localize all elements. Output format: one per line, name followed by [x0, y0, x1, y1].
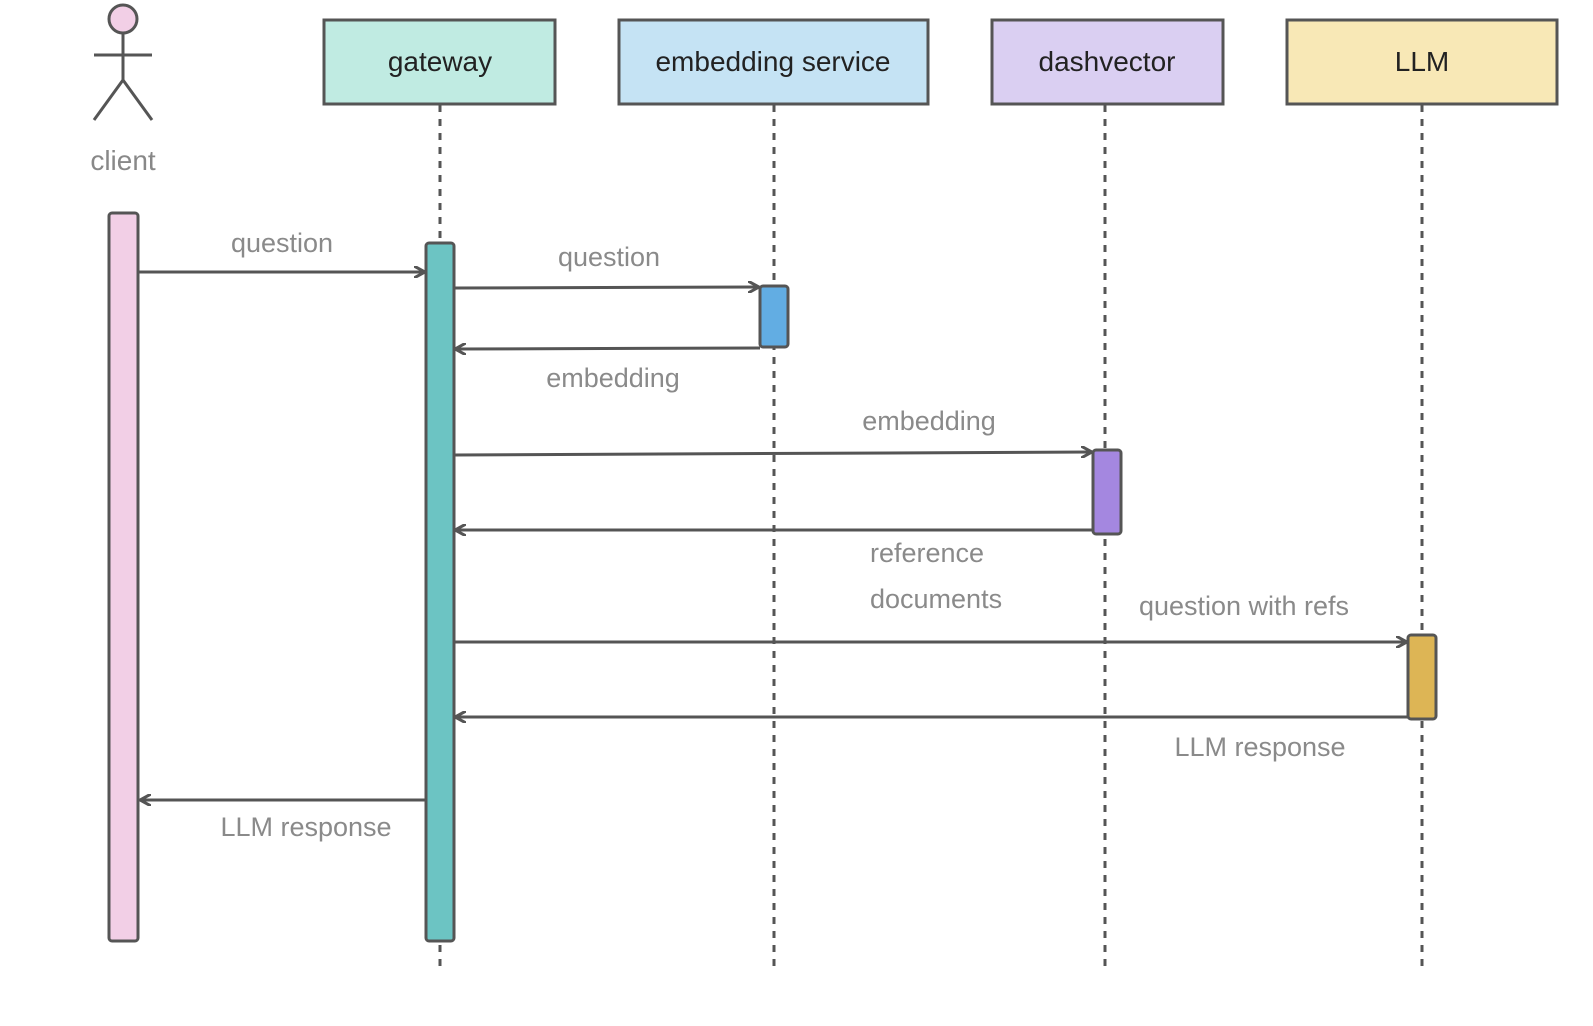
- embedding-service-label: embedding service: [655, 46, 890, 77]
- message-llm-to-gateway-llm-response: LLM response: [456, 717, 1408, 762]
- message-label-line-2: documents: [870, 584, 1002, 614]
- dashvector-box: [990, 18, 1225, 106]
- client-activation: [107, 211, 140, 943]
- llm-activation: [1406, 633, 1438, 721]
- message-client-to-gateway-question: question: [138, 228, 424, 272]
- client-label: client: [90, 145, 156, 176]
- message-label: question with refs: [1139, 591, 1349, 621]
- message-embedding-to-gateway-embedding: embedding: [456, 348, 761, 393]
- gateway-activation: [424, 241, 456, 943]
- message-gateway-to-embedding-question: question: [453, 242, 758, 288]
- message-arrow: [453, 287, 758, 288]
- message-label: embedding: [862, 406, 996, 436]
- gateway-box: [322, 18, 557, 106]
- message-label: embedding: [546, 363, 680, 393]
- actor-left-leg: [92, 79, 125, 121]
- message-gateway-to-dashvector-embedding: embedding: [453, 406, 1091, 455]
- dashvector-activation: [1091, 448, 1123, 536]
- dashvector-label: dashvector: [1039, 46, 1176, 77]
- client-actor: client: [90, 3, 156, 176]
- message-label-line-1: reference: [870, 538, 984, 568]
- participant-gateway: gateway: [322, 18, 557, 106]
- message-arrow: [453, 452, 1091, 455]
- message-label: question: [231, 228, 333, 258]
- llm-box: [1285, 18, 1559, 106]
- message-gateway-to-llm-question-with-refs: question with refs: [454, 591, 1406, 642]
- participant-llm: LLM: [1285, 18, 1559, 106]
- actor-right-leg: [121, 79, 154, 121]
- participant-dashvector: dashvector: [990, 18, 1225, 106]
- embedding-service-activation: [758, 284, 790, 349]
- participant-embedding-service: embedding service: [617, 18, 930, 106]
- actor-head: [107, 3, 139, 35]
- embedding-service-box: [617, 18, 930, 106]
- message-dashvector-to-gateway-reference-documents: reference documents: [456, 530, 1093, 614]
- message-arrow: [456, 348, 761, 349]
- message-label: LLM response: [1174, 732, 1345, 762]
- llm-label: LLM: [1395, 46, 1449, 77]
- message-gateway-to-client-llm-response: LLM response: [141, 800, 426, 842]
- gateway-label: gateway: [388, 46, 492, 77]
- message-label: LLM response: [220, 812, 391, 842]
- message-label: question: [558, 242, 660, 272]
